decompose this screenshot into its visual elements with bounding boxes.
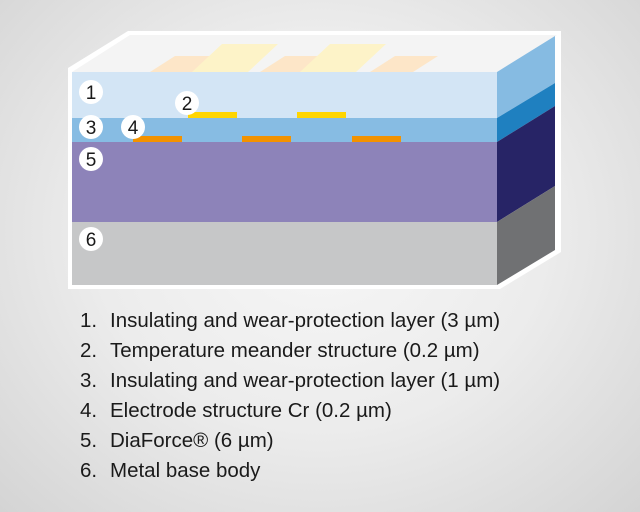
marker-5: 5 [79,147,103,171]
marker-label: 1 [86,83,97,104]
legend-number: 5. [80,429,98,452]
electrode-strip [133,136,182,142]
marker-1: 1 [79,80,103,104]
legend-item: 1. Insulating and wear-protection layer (… [80,306,500,336]
layer-1-side [497,36,555,118]
layer-6-front [72,222,497,285]
layer-6-side [497,186,555,285]
meander-strip [297,112,346,118]
marker-label: 5 [86,150,97,171]
marker-label: 4 [128,118,139,139]
legend-text: Temperature meander structure (0.2 µm) [110,339,480,362]
legend-item: 6. Metal base body [80,456,500,486]
layer-3-side [497,83,555,142]
legend-number: 3. [80,369,98,392]
marker-4: 4 [121,115,145,139]
electrode-strip [352,136,401,142]
legend-item: 3. Insulating and wear-protection layer (… [80,366,500,396]
legend-item: 5. DiaForce® (6 µm) [80,426,500,456]
legend-number: 1. [80,309,98,332]
legend-text: DiaForce® (6 µm) [110,429,274,452]
marker-label: 2 [182,94,193,115]
legend-text: Insulating and wear-protection layer (1 … [110,369,501,392]
legend-text: Metal base body [110,459,261,482]
top-electrode-shadow [370,56,438,72]
meander-strip [188,112,237,118]
marker-label: 6 [86,230,97,251]
legend-number: 2. [80,339,98,362]
legend-number: 6. [80,459,98,482]
top-electrode-shadow [150,56,218,72]
legend-item: 2. Temperature meander structure (0.2 µm) [80,336,500,366]
layer-5-side [497,106,555,222]
marker-3: 3 [79,115,103,139]
top-meander-shadow [192,44,278,72]
top-meander-shadow [300,44,386,72]
legend-list: 1. Insulating and wear-protection layer (… [80,306,500,486]
top-electrode-shadow [260,56,328,72]
layer-5-front [72,142,497,222]
legend-item: 4. Electrode structure Cr (0.2 µm) [80,396,500,426]
legend-number: 4. [80,399,98,422]
layer-1-front [72,72,497,118]
legend-text: Electrode structure Cr (0.2 µm) [110,399,392,422]
legend-text: Insulating and wear-protection layer (3 … [110,309,501,332]
electrode-strip [242,136,291,142]
marker-2: 2 [175,91,199,115]
marker-label: 3 [86,118,97,139]
marker-6: 6 [79,227,103,251]
